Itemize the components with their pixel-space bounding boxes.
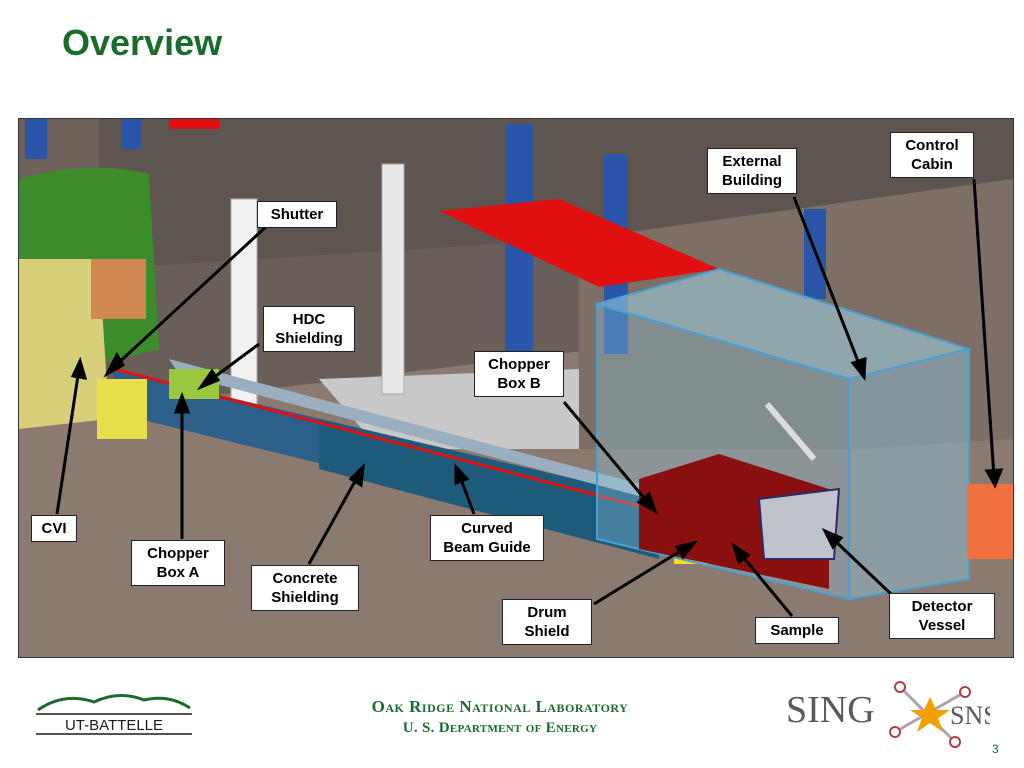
callout-concrete-shielding: Concrete Shielding	[251, 565, 359, 611]
callout-drum-line1: Drum	[527, 604, 567, 621]
sns-logo-text: SNS	[950, 701, 990, 730]
slide-title: Overview	[62, 22, 223, 63]
callout-chopper-box-a: Chopper Box A	[131, 540, 225, 586]
callout-chopper-b-line1: Chopper	[488, 356, 550, 373]
callout-concrete-line1: Concrete	[272, 570, 338, 587]
callout-shutter-text: Shutter	[270, 206, 324, 223]
callout-cvi: CVI	[31, 515, 77, 542]
footer-org-line1: Oak Ridge National Laboratory	[371, 697, 629, 716]
ut-battelle-logo: UT-BATTELLE	[36, 694, 192, 735]
callout-drum-shield: Drum Shield	[502, 599, 592, 645]
callout-detector-line2: Vessel	[918, 617, 966, 634]
callout-chopper-b-line2: Box B	[497, 375, 541, 392]
callout-sample: Sample	[755, 617, 839, 644]
callout-hdc-line2: Shielding	[275, 330, 343, 347]
callout-hdc-line1: HDC	[292, 311, 326, 328]
callout-curved-line2: Beam Guide	[443, 539, 531, 556]
callout-chopper-a-line1: Chopper	[147, 545, 209, 562]
ut-battelle-logo-text: UT-BATTELLE	[65, 717, 163, 734]
callout-chopper-box-b: Chopper Box B	[474, 351, 564, 397]
callout-chopper-a-line2: Box A	[156, 564, 200, 581]
callout-external-line1: External	[722, 153, 782, 170]
callout-control-line1: Control	[905, 137, 959, 154]
callout-cvi-text: CVI	[41, 520, 67, 537]
sing-sns-logo: SING SNS	[786, 681, 990, 748]
callout-external-building: External Building	[707, 148, 797, 194]
callout-external-line2: Building	[722, 172, 782, 189]
instrument-rendering: Shutter HDC Shielding Chopper Box B Exte…	[18, 118, 1014, 658]
callout-detector-line1: Detector	[911, 598, 973, 615]
callout-control-cabin: Control Cabin	[890, 132, 974, 178]
callout-drum-line2: Shield	[524, 623, 570, 640]
callout-control-line2: Cabin	[911, 156, 953, 173]
callout-concrete-line2: Shielding	[271, 589, 339, 606]
callout-sample-text: Sample	[770, 622, 824, 639]
callout-curved-beam-guide: Curved Beam Guide	[430, 515, 544, 561]
footer-org-line2: U. S. Department of Energy	[402, 720, 598, 736]
callout-hdc-shielding: HDC Shielding	[263, 306, 355, 352]
sing-logo-text: SING	[786, 689, 875, 731]
callout-curved-line1: Curved	[461, 520, 513, 537]
callout-shutter: Shutter	[257, 201, 337, 228]
page-number: 3	[992, 742, 999, 756]
callout-detector-vessel: Detector Vessel	[889, 593, 995, 639]
